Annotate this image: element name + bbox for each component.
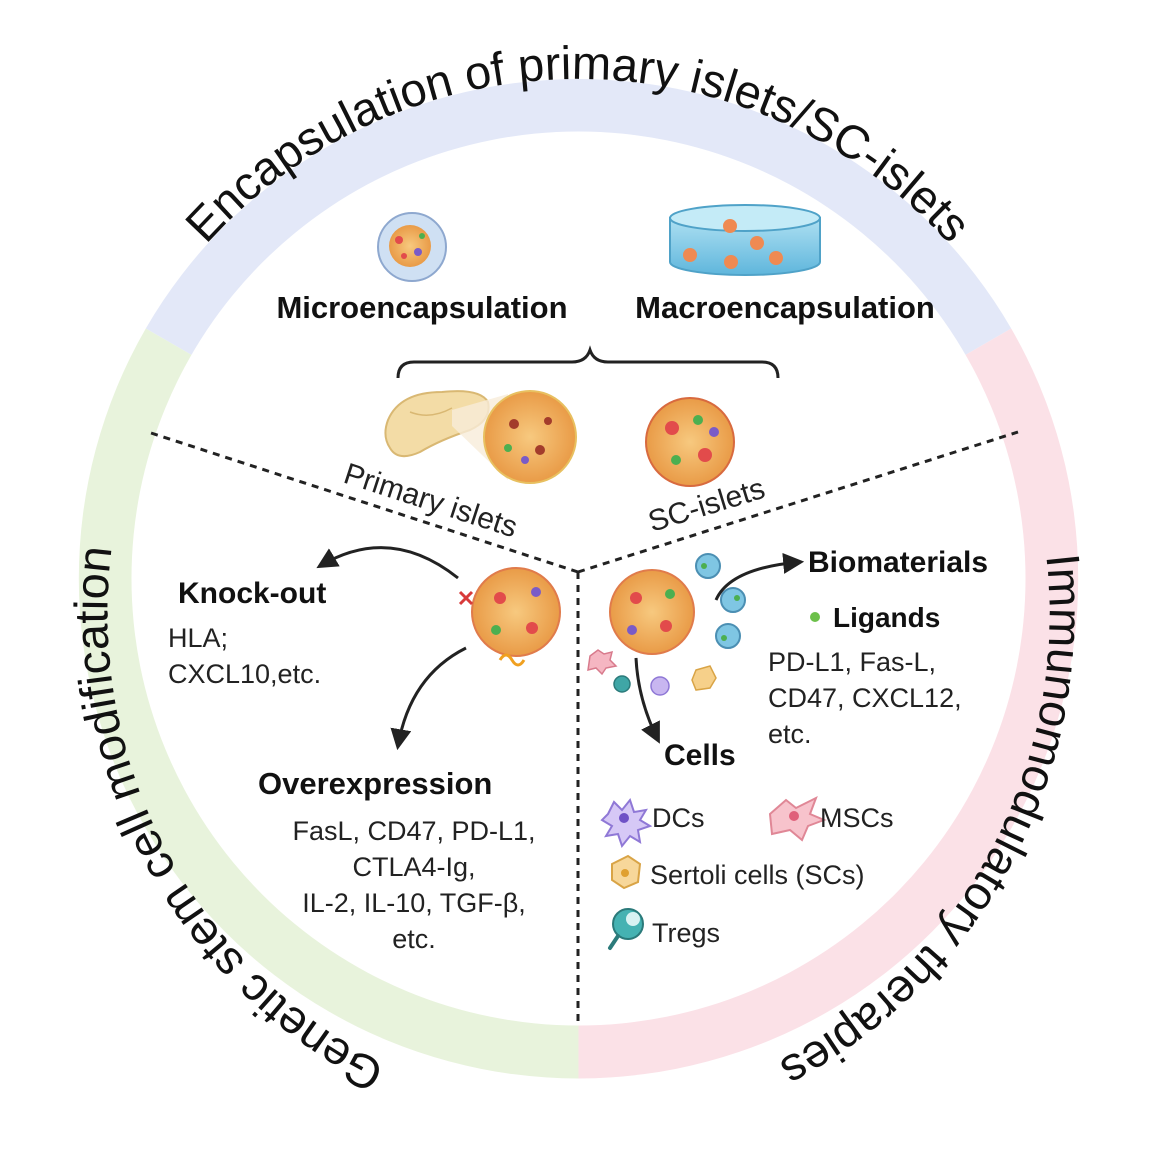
overexpression-line-1: FasL, CD47, PD-L1,: [292, 816, 535, 846]
overexpression-line-2: CTLA4-Ig,: [352, 852, 475, 882]
mscs-label: MSCs: [820, 803, 894, 833]
biomaterials-arrow: [714, 552, 805, 601]
dendritic-cell-icon: [600, 797, 653, 849]
immune-cells-cluster-icon: [587, 649, 717, 696]
cells-arrow: [634, 657, 660, 744]
overexpression-title: Overexpression: [258, 766, 492, 801]
dcs-label: DCs: [652, 803, 705, 833]
sertoli-label: Sertoli cells (SCs): [650, 860, 865, 890]
knockout-line-1: HLA;: [168, 623, 228, 653]
ligands-title: Ligands: [833, 602, 940, 633]
divider-left: [147, 430, 579, 574]
modified-islet-icon: [458, 567, 561, 667]
knockout-line-2: CXCL10,etc.: [168, 659, 321, 689]
curly-brace: [396, 345, 780, 379]
overexpression-arrow: [390, 646, 467, 751]
knockout-title: Knock-out: [178, 577, 326, 610]
macroencapsulation-label: Macroencapsulation: [635, 290, 935, 325]
immuno-islet-icon: [609, 569, 695, 655]
ligand-dot-icon: [810, 612, 820, 622]
treg-icon: [608, 908, 644, 950]
biomaterials-title: Biomaterials: [808, 546, 988, 579]
overexpression-line-4: etc.: [392, 924, 436, 954]
overexpression-line-3: IL-2, IL-10, TGF-β,: [302, 888, 526, 918]
biomaterial-particles-icon: [695, 553, 746, 649]
sertoli-cell-icon: [611, 854, 642, 890]
dashed-dividers: [147, 430, 1019, 1024]
primary-islet-icon: [483, 390, 577, 484]
microcapsule-icon: [377, 212, 447, 282]
ligands-line-2: CD47, CXCL12,: [768, 683, 962, 713]
sc-islet-icon: [645, 397, 735, 487]
ligands-line-1: PD-L1, Fas-L,: [768, 647, 936, 677]
ligands-line-3: etc.: [768, 719, 812, 749]
msc-icon: [768, 795, 827, 842]
macrocapsule-icon: [669, 204, 821, 276]
cells-title: Cells: [664, 739, 736, 772]
knockout-arrow: [316, 546, 459, 580]
microencapsulation-label: Microencapsulation: [276, 290, 567, 325]
tregs-label: Tregs: [652, 918, 720, 948]
